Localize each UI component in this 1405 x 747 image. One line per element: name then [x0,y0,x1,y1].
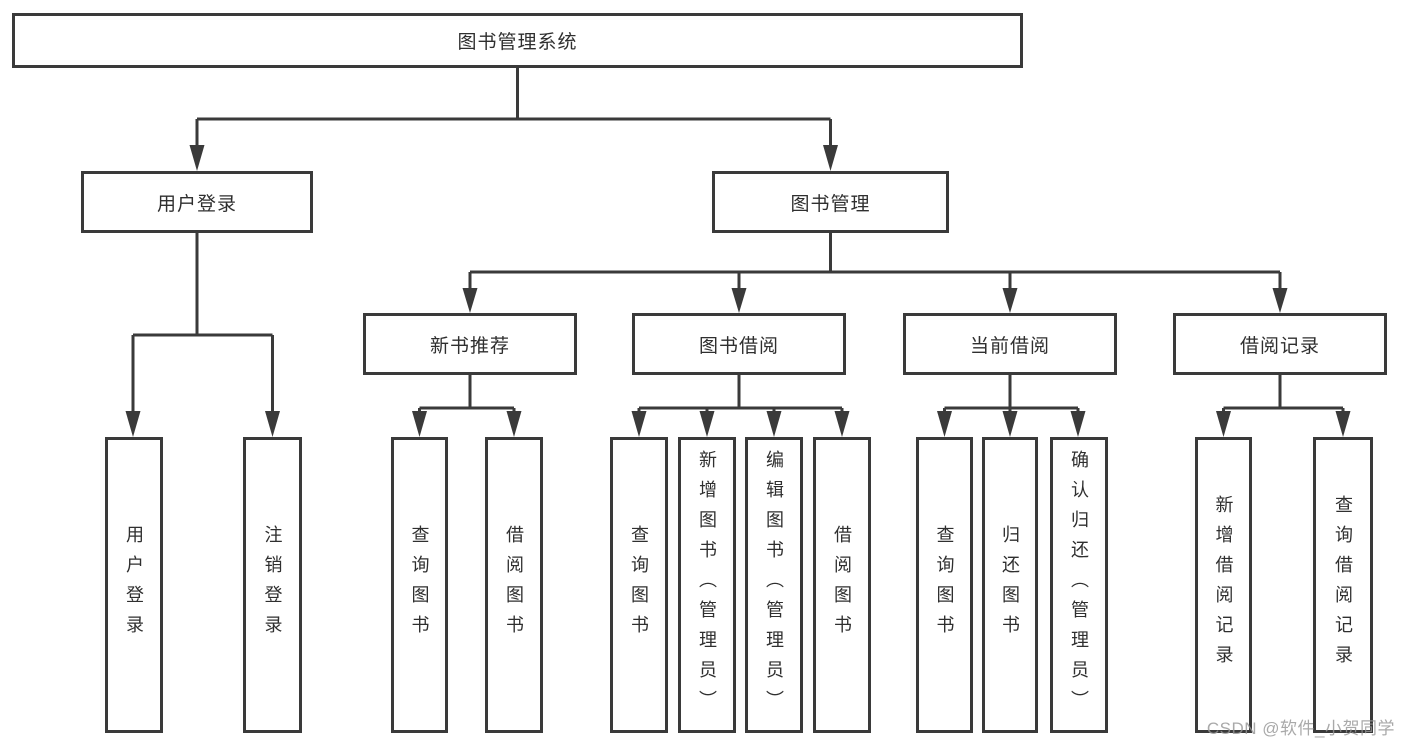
node-label: 借阅图书 [832,525,852,645]
node-label: 查询图书 [934,525,955,645]
leaf-bb-add-books-admin: 新增图书（管理员） [678,437,736,733]
node-label: 用户登录 [124,525,144,645]
leaf-nb-query-books: 查询图书 [391,437,448,733]
node-label: 确认归还（管理员） [1069,450,1089,720]
node-label: 用户登录 [156,193,237,215]
leaf-cb-query-books: 查询图书 [916,437,973,733]
node-label: 新增图书（管理员） [697,450,717,720]
leaf-bb-edit-books-admin: 编辑图书（管理员） [745,437,803,733]
node-label: 查询借阅记录 [1333,495,1353,675]
leaf-bb-borrow-books: 借阅图书 [813,437,871,733]
csdn-watermark: CSDN @软件_小贺同学 [1206,719,1395,738]
node-new-book-recommend: 新书推荐 [363,313,577,375]
leaf-user-login: 用户登录 [105,437,163,733]
leaf-cb-confirm-return-admin: 确认归还（管理员） [1050,437,1108,733]
node-label: 图书管理系统 [457,32,578,53]
leaf-logout-login: 注销登录 [243,437,302,733]
leaf-nb-borrow-books: 借阅图书 [485,437,543,733]
leaf-br-add-record: 新增借阅记录 [1195,437,1252,733]
node-label: 借阅记录 [1239,335,1320,357]
node-library-management-system: 图书管理系统 [12,13,1023,68]
node-label: 注销登录 [262,525,283,645]
node-label: 当前借阅 [969,335,1050,357]
node-label: 查询图书 [629,525,649,645]
node-label: 借阅图书 [504,525,524,645]
node-label: 查询图书 [409,525,430,645]
node-label: 归还图书 [1000,525,1020,645]
node-user-login: 用户登录 [81,171,313,233]
node-label: 图书借阅 [698,335,779,357]
node-borrow-records: 借阅记录 [1173,313,1387,375]
leaf-br-query-record: 查询借阅记录 [1313,437,1373,733]
node-label: 图书管理 [790,193,871,215]
leaf-bb-query-books: 查询图书 [610,437,668,733]
node-book-management: 图书管理 [712,171,949,233]
node-label: 新书推荐 [429,335,510,357]
node-label: 编辑图书（管理员） [764,450,784,720]
node-current-borrow: 当前借阅 [903,313,1117,375]
leaf-cb-return-books: 归还图书 [982,437,1038,733]
node-book-borrow: 图书借阅 [632,313,846,375]
node-label: 新增借阅记录 [1213,495,1234,675]
